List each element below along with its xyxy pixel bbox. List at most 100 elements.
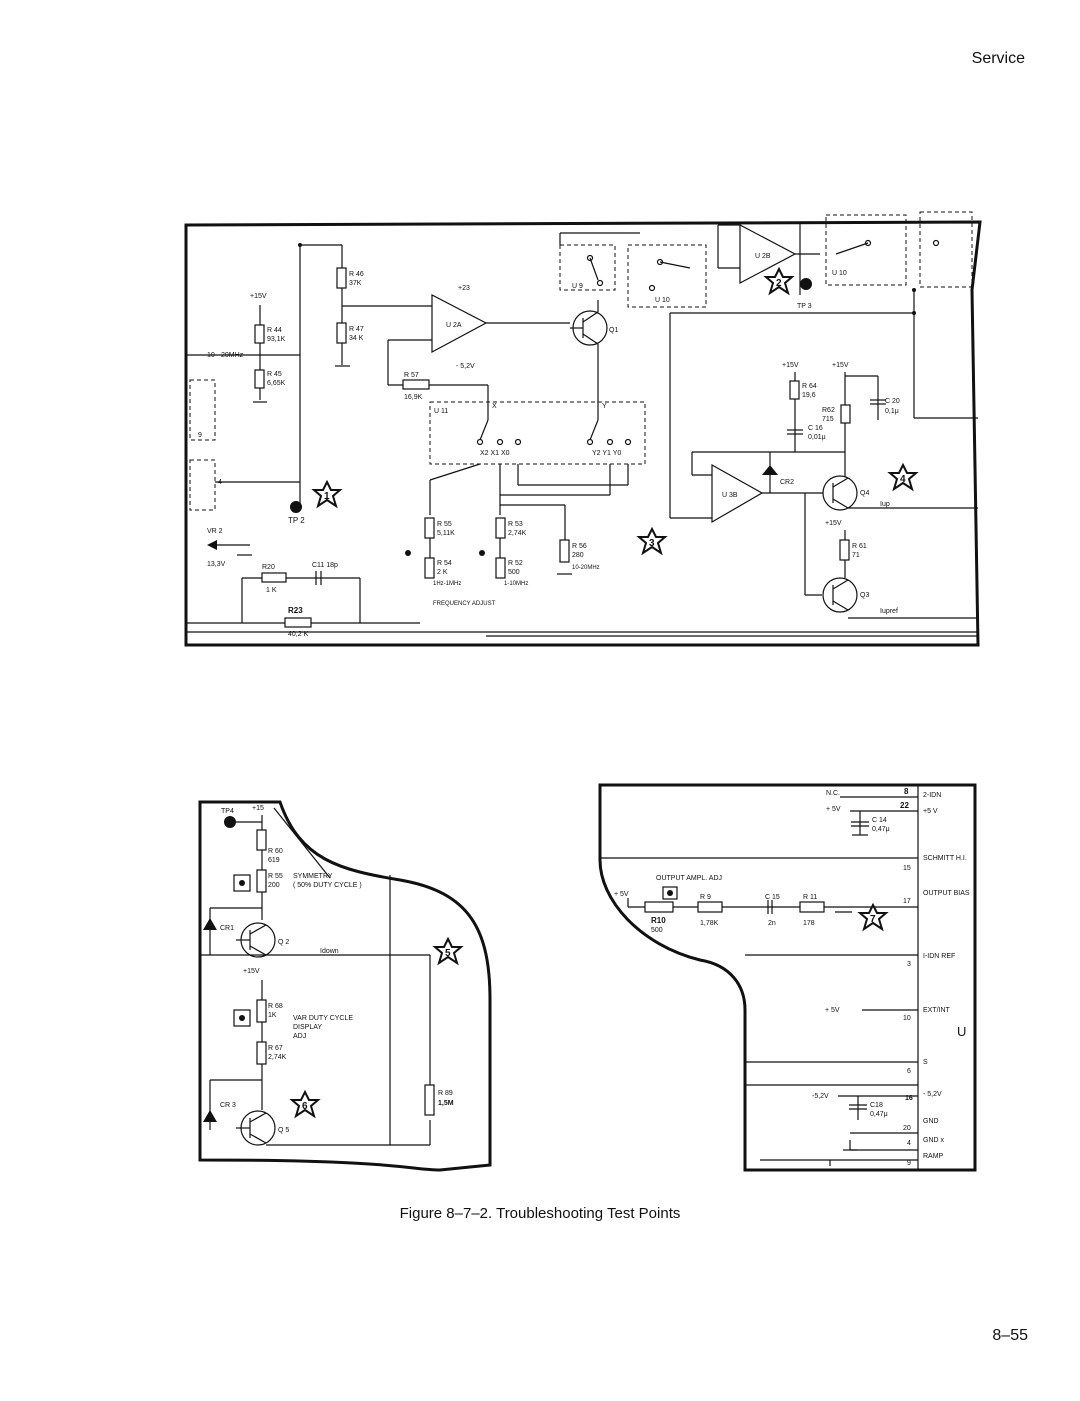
r62-label: R62 (822, 407, 835, 414)
q4-label: Q4 (860, 490, 869, 497)
r10-value: 500 (651, 927, 663, 934)
r54-value: 2 K (437, 569, 448, 576)
u9-label: U 9 (572, 283, 583, 290)
symmetry-label: SYMMETRY (293, 873, 333, 880)
r56-range: 10-20MHz (572, 565, 600, 571)
bl-r67-label: R 67 (268, 1045, 283, 1052)
bl-r67 (256, 1041, 267, 1065)
pin-label: - 5,2V (923, 1091, 942, 1098)
u2a-label: U 2A (446, 322, 462, 329)
bottom-right-schematic: 8 2-IDN 22 +5 V 15 SCHMITT H.I. 17 OUTPU… (598, 783, 977, 1172)
u11-x: X (492, 403, 497, 410)
pin-num: 16 (905, 1095, 913, 1102)
supply3-label: +15V (832, 362, 849, 369)
c18-value: 0,47μ (870, 1111, 888, 1118)
svg-text:1: 1 (324, 491, 330, 502)
cr3-diode (203, 1110, 217, 1122)
r46 (336, 267, 347, 289)
bl-r68 (256, 999, 267, 1023)
r23-value: 40,2 K (288, 631, 309, 638)
r9-value: 1,78K (700, 920, 719, 927)
r11-label: R 11 (803, 894, 817, 901)
r44 (254, 324, 265, 344)
u10-label: U 10 (655, 297, 670, 304)
bl-supply: +15 (252, 805, 264, 812)
u2a-opamp (431, 294, 488, 354)
r20-value: 1 K (266, 587, 277, 594)
pin-label: I-IDN REF (923, 953, 955, 960)
r52-value: 500 (508, 569, 520, 576)
q2-label: Q 2 (278, 939, 289, 946)
r56-value: 280 (572, 552, 584, 559)
bl-r55 (256, 869, 267, 893)
r61 (839, 539, 850, 561)
display-label: DISPLAY (293, 1024, 322, 1031)
r23 (284, 617, 312, 628)
c15-label: C 15 (765, 894, 780, 901)
pin-num: 10 (903, 1015, 911, 1022)
q3-transistor (822, 577, 858, 613)
tp2-label: TP 2 (288, 516, 305, 525)
r64 (789, 380, 800, 400)
r20 (261, 572, 287, 583)
c14-label: C 14 (872, 817, 887, 824)
pin-num: 20 (903, 1125, 911, 1132)
r57 (402, 379, 430, 390)
r55-value: 5,11K (437, 530, 455, 537)
u2a-neg-supply: - 5,2V (456, 363, 475, 370)
top-board-outline (184, 220, 982, 647)
r53-value: 2,74K (508, 530, 527, 537)
bottom-left-schematic: TP4 +15 R 60 619 R 55 200 SYMMETRY ( 50%… (198, 800, 492, 1172)
r10-label: R10 (651, 916, 666, 925)
r56-label: R 56 (572, 543, 587, 550)
connector-pins: 8 2-IDN 22 +5 V 15 SCHMITT H.I. 17 OUTPU… (600, 787, 970, 1167)
u9-box (559, 244, 616, 291)
u11-xpins: X2 X1 X0 (480, 450, 510, 457)
u11-y: Y (602, 403, 607, 410)
svg-text:6: 6 (302, 1101, 308, 1112)
r45-value: 6,65K (267, 380, 286, 387)
bl-r68-label: R 68 (268, 1003, 283, 1010)
bl-r67-value: 2,74K (268, 1054, 287, 1061)
pin-num: 4 (907, 1140, 911, 1147)
pin-num: 6 (907, 1068, 911, 1075)
range-label: 10 - 20MHz (207, 352, 244, 359)
u11-box (429, 401, 646, 465)
var-duty-label: VAR DUTY CYCLE (293, 1015, 353, 1022)
u3b-opamp (711, 463, 764, 524)
pin-label: OUTPUT BIAS (923, 890, 970, 897)
test-point-2: 2 (765, 268, 793, 294)
c20-value: 0,1μ (885, 408, 899, 415)
r54-label: R 54 (437, 560, 452, 567)
pin-num: 15 (903, 865, 911, 872)
bl-r68-value: 1K (268, 1012, 277, 1019)
adj-label: ADJ (293, 1033, 306, 1040)
r23-label: R23 (288, 606, 303, 615)
output-ampl-label: OUTPUT AMPL. ADJ (656, 875, 722, 882)
r9 (697, 901, 723, 913)
u2b-label: U 2B (755, 253, 771, 260)
svg-text:4: 4 (900, 474, 906, 485)
u10b-label: U 10 (832, 270, 847, 277)
c20-label: C 20 (885, 398, 900, 405)
bl-r89-label: R 89 (438, 1090, 453, 1097)
u3b-label: U 3B (722, 492, 738, 499)
c16-value: 0,01μ (808, 434, 826, 441)
r64-value: 19,6 (802, 392, 816, 399)
cr1-label: CR1 (220, 925, 234, 932)
bl-r89 (424, 1084, 435, 1116)
edge-letter: U (957, 1024, 966, 1039)
r54-range: 1Hz-1MHz (433, 581, 461, 587)
c18-label: C18 (870, 1102, 883, 1109)
r55-label: R 55 (437, 521, 452, 528)
r52-label: R 52 (508, 560, 523, 567)
u10-box (627, 244, 707, 308)
supply2-label: +15V (782, 362, 799, 369)
test-point-6: 6 (291, 1091, 319, 1117)
r61-label: R 61 (852, 543, 867, 550)
duty-label: ( 50% DUTY CYCLE ) (293, 882, 362, 889)
plus5v-label: + 5V (826, 806, 841, 813)
pin-label: GND (923, 1118, 939, 1125)
pin-label: EXT/INT (923, 1007, 951, 1014)
u11-label: U 11 (434, 408, 448, 415)
